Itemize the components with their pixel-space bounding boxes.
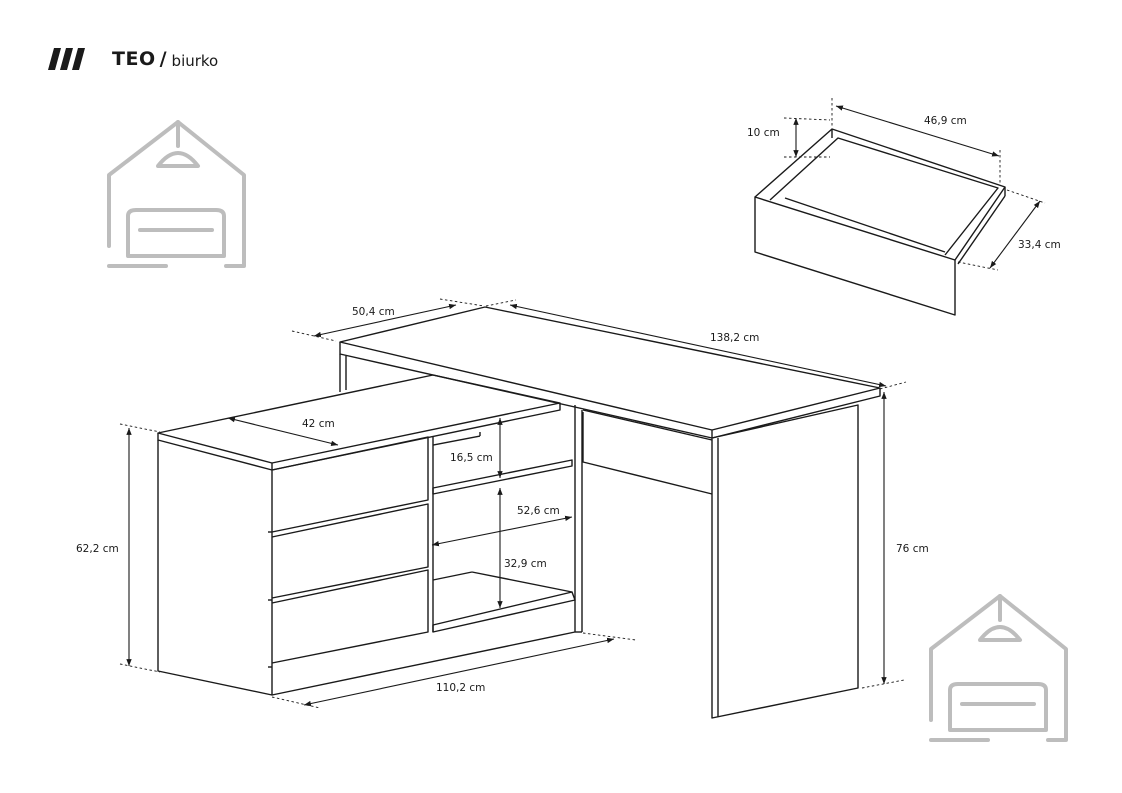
product-type: biurko	[171, 51, 219, 70]
dim-shelf-lower-height: 32,9 cm	[504, 558, 547, 570]
drawer-drawing	[754, 98, 1046, 316]
title-separator: /	[159, 48, 167, 70]
header: TEO / biurko	[48, 44, 218, 74]
dim-cabinet-height: 62,2 cm	[76, 543, 119, 555]
house-sofa-icon	[107, 120, 246, 268]
house-sofa-icon	[929, 594, 1068, 742]
dim-desk-height: 76 cm	[896, 543, 929, 555]
dim-cabinet-top-depth: 42 cm	[302, 418, 335, 430]
dim-shelf-upper-height: 16,5 cm	[450, 452, 493, 464]
dim-top-length: 138,2 cm	[710, 332, 759, 344]
triple-slash-icon	[48, 48, 85, 70]
dim-top-depth: 50,4 cm	[352, 306, 395, 318]
dimension-lines	[119, 105, 1041, 709]
dim-drawer-width: 46,9 cm	[924, 115, 967, 127]
product-name: TEO	[112, 48, 156, 70]
dim-cabinet-length: 110,2 cm	[436, 682, 485, 694]
dim-drawer-depth: 10 cm	[747, 127, 780, 139]
dim-drawer-length: 33,4 cm	[1018, 239, 1061, 251]
dim-shelf-width: 52,6 cm	[517, 505, 560, 517]
